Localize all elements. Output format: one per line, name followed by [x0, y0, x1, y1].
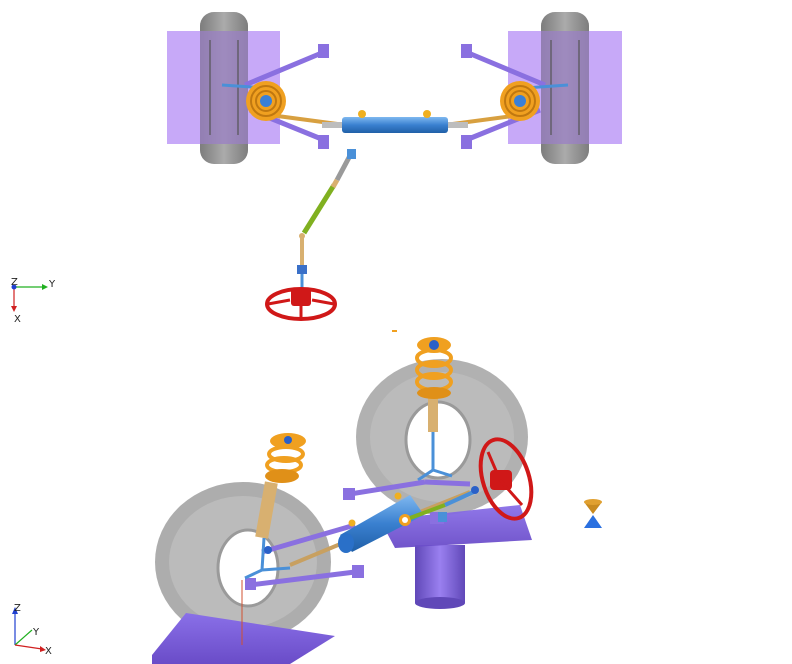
- left-wheel-tire[interactable]: [155, 482, 331, 642]
- iso-view[interactable]: [152, 337, 541, 664]
- right-coil-spring[interactable]: [500, 81, 540, 121]
- arm-bushing[interactable]: [245, 578, 256, 590]
- steering-rack[interactable]: [322, 110, 468, 133]
- steering-wheel[interactable]: [265, 287, 337, 321]
- left-strut[interactable]: [244, 433, 306, 580]
- left-arm-bushing[interactable]: [318, 44, 329, 58]
- axis-label-y: Y: [48, 279, 56, 290]
- arm-bushing[interactable]: [352, 565, 364, 578]
- control-arms[interactable]: [249, 479, 471, 588]
- axis-label-y: Y: [32, 627, 40, 638]
- steering-column[interactable]: [297, 148, 356, 292]
- axis-label-z: Z: [14, 603, 21, 614]
- right-front-wheel[interactable]: [508, 12, 622, 164]
- marker: [392, 330, 397, 332]
- top-view[interactable]: [167, 12, 622, 321]
- right-test-platform[interactable]: [380, 505, 532, 609]
- steering-wheel[interactable]: [471, 433, 540, 525]
- arm-bushing[interactable]: [343, 488, 355, 500]
- axis-label-x: X: [14, 314, 21, 325]
- axis-label-x: X: [45, 646, 52, 657]
- view-triad-icon: Z Y X: [11, 277, 56, 325]
- right-wheel-tire[interactable]: [356, 359, 528, 515]
- left-coil-spring[interactable]: [246, 81, 286, 121]
- left-test-platform[interactable]: [152, 613, 335, 664]
- right-arm-bushing[interactable]: [461, 135, 472, 149]
- steering-shaft[interactable]: [409, 503, 446, 520]
- view-triad-icon: Z Y X: [12, 603, 52, 657]
- right-strut[interactable]: [415, 337, 453, 482]
- right-arm-bushing[interactable]: [461, 44, 472, 58]
- center-of-mass-icon[interactable]: [584, 499, 602, 528]
- steering-rack[interactable]: [338, 492, 424, 554]
- axis-label-z: Z: [11, 277, 18, 288]
- left-arm-bushing[interactable]: [318, 135, 329, 149]
